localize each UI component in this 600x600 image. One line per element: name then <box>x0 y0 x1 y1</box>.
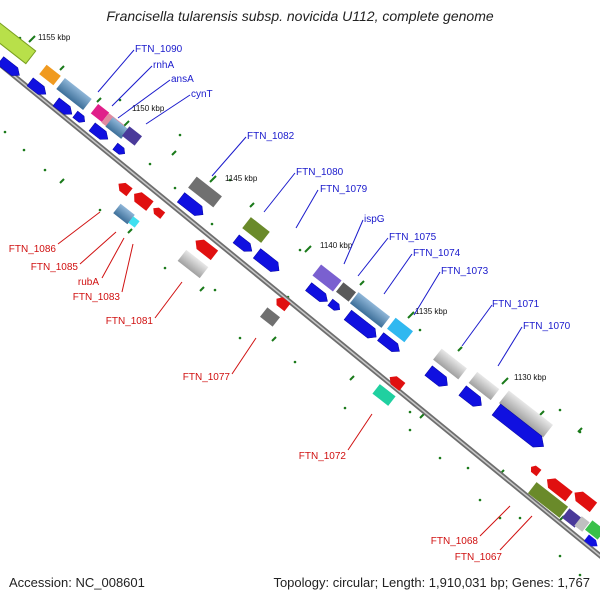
feature-steel-4 <box>113 203 135 225</box>
gene-label-ftn-1073: FTN_1073 <box>441 266 489 277</box>
feature-orange <box>39 64 61 86</box>
gene-label-cynt: cynT <box>191 89 213 100</box>
feature-green <box>372 384 396 406</box>
gene-label-ftn-1068: FTN_1068 <box>431 536 479 547</box>
reverse-cds-9 <box>574 491 598 513</box>
gene-label-ansa: ansA <box>171 74 194 85</box>
kbp-label-1140: 1140 kbp <box>320 241 353 250</box>
feature-blocks-upper <box>0 19 553 438</box>
map-title: Francisella tularensis subsp. novicida U… <box>106 8 494 24</box>
feature-purple-1 <box>122 126 142 146</box>
feature-lime <box>0 19 37 65</box>
reverse-cds-3 <box>153 207 166 219</box>
gene-label-ftn-1071: FTN_1071 <box>492 299 540 310</box>
kbp-label-1145: 1145 kbp <box>225 174 258 183</box>
forward-cds-small <box>584 534 598 547</box>
feature-lavender <box>312 264 342 292</box>
gene-label-ftn-1075: FTN_1075 <box>389 232 437 243</box>
gene-label-ftn-1090: FTN_1090 <box>135 44 183 55</box>
gene-labels-top: FTN_1090 rnhA ansA cynT FTN_1082 FTN_108… <box>135 44 571 332</box>
feature-steel-1 <box>56 78 92 110</box>
reverse-cds-6 <box>389 376 406 391</box>
gene-label-ftn-1074: FTN_1074 <box>413 248 461 259</box>
backbone <box>0 61 600 559</box>
leader-lines-top <box>97 49 523 367</box>
gene-label-ftn-1083: FTN_1083 <box>73 292 121 303</box>
feature-magenta <box>90 103 110 123</box>
kbp-label-1150: 1150 kbp <box>132 104 165 113</box>
feature-gray-2 <box>260 307 280 327</box>
reverse-cds-8 <box>546 478 573 502</box>
gene-label-ftn-1086: FTN_1086 <box>9 244 57 255</box>
accession-text: Accession: NC_008601 <box>9 575 145 590</box>
reverse-cds-5 <box>276 297 291 312</box>
feature-lightgray-1 <box>433 348 467 380</box>
gene-label-ftn-1067: FTN_1067 <box>455 552 503 563</box>
kbp-label-1130: 1130 kbp <box>514 373 547 382</box>
topology-text: Topology: circular; Length: 1,910,031 bp… <box>273 575 590 590</box>
kbp-label-1135: 1135 kbp <box>415 307 448 316</box>
feature-gray-1 <box>188 176 222 208</box>
kbp-tick-labels: 1155 kbp 1150 kbp 1145 kbp 1140 kbp 1135… <box>38 33 547 382</box>
feature-lightgray-2 <box>468 371 500 401</box>
gene-label-ftn-1081: FTN_1081 <box>106 316 154 327</box>
kbp-label-1155: 1155 kbp <box>38 33 71 42</box>
feature-lightgray-3 <box>499 390 553 438</box>
feature-darkgray <box>336 282 356 302</box>
gene-label-ftn-1079: FTN_1079 <box>320 184 368 195</box>
gene-label-ftn-1077: FTN_1077 <box>183 372 231 383</box>
kbp-tick-marks <box>28 35 583 521</box>
reverse-cds-1 <box>118 182 133 197</box>
gene-label-ftn-1082: FTN_1082 <box>247 131 295 142</box>
feature-lightgray-4 <box>177 249 209 279</box>
leader-lines-bottom <box>57 211 533 551</box>
reverse-cds-4 <box>195 239 219 261</box>
gene-labels-bottom: FTN_1086 FTN_1085 rubA FTN_1083 FTN_1081… <box>9 244 503 563</box>
feature-steel-3 <box>349 292 391 328</box>
feature-olive <box>242 217 270 243</box>
forward-cds-arrows <box>0 56 544 448</box>
feature-cyan <box>387 317 413 343</box>
gene-label-ftn-1080: FTN_1080 <box>296 167 344 178</box>
reverse-cds-7 <box>530 465 542 477</box>
feature-lightgray-5 <box>574 516 590 532</box>
gene-label-ftn-1070: FTN_1070 <box>523 321 571 332</box>
gene-label-ftn-1085: FTN_1085 <box>31 262 79 273</box>
feature-olive-2 <box>527 482 569 518</box>
gene-label-rnha: rnhA <box>153 60 174 71</box>
feature-steel-2 <box>105 117 129 139</box>
gene-label-ruba: rubA <box>78 277 99 288</box>
feature-blocks-lower <box>113 182 600 547</box>
feature-cyan-2 <box>128 216 140 228</box>
reverse-cds-2 <box>134 192 154 211</box>
gene-label-ispg: ispG <box>364 214 385 225</box>
gene-label-ftn-1072: FTN_1072 <box>299 451 347 462</box>
